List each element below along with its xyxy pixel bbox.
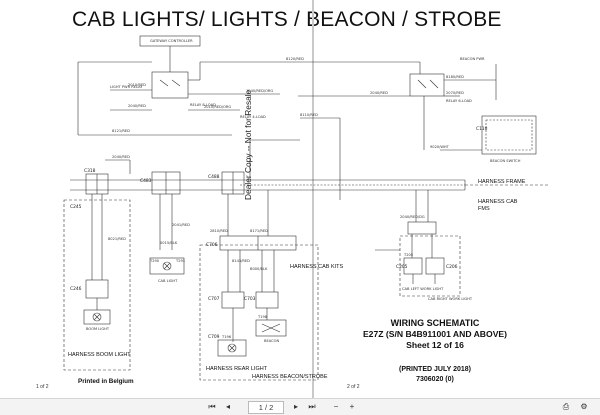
gateway-controller-label: GATEWAY CONTROLLER (150, 39, 193, 43)
wire-label-13: 2810/RED (210, 229, 228, 233)
schematic-page: CAB LIGHTS/ LIGHTS / BEACON / STROBE (36, 0, 550, 398)
wire-label-5: 2010/RED/ORG (204, 105, 231, 109)
connector-label-c246: C246 (70, 286, 82, 292)
connector-label-c488: C488 (208, 174, 220, 180)
connector-label-c706: C706 (206, 242, 218, 248)
cab-right-work-light-label: CAB RIGHT WORK LIGHT (428, 297, 473, 301)
harness-cab-kits-label: HARNESS CAB KITS (290, 264, 344, 270)
connector-label-c110: C110 (476, 126, 488, 132)
terminal-t291: T291 (175, 259, 185, 263)
wire-label-19: 8021/RED (108, 237, 126, 241)
relay-label-3: BEACON PWR (460, 57, 485, 61)
printed-block: (PRINTED JULY 2018) 7306020 (0) (360, 365, 510, 385)
schematic-title: WIRING SCHEMATIC (390, 318, 480, 328)
wire-label-1: 8120/RED (286, 57, 304, 61)
wire-label-18: 2040/RED/DG (400, 215, 425, 219)
previous-page-icon[interactable]: ◂ (225, 402, 230, 411)
cab-light-label: CAB LIGHT (158, 279, 178, 283)
printed-in: Printed in Belgium (78, 378, 134, 385)
harness-cab-label: HARNESS CAB (478, 199, 518, 205)
page-number-right: 2 of 2 (347, 384, 360, 390)
wire-label-14: 8171/RED (250, 229, 268, 233)
terminal-t205: T205 (403, 253, 413, 257)
connector-label-c483: C483 (140, 178, 152, 184)
fms-label: FMS (478, 206, 490, 212)
harness-cab-kits-box (199, 244, 319, 381)
harness-rear-light-label: HARNESS REAR LIGHT (206, 366, 268, 372)
connector-c703 (255, 291, 279, 309)
cab-light-box (149, 257, 185, 275)
first-page-icon[interactable]: ⏮ (208, 402, 216, 411)
terminal-t198: T198 (257, 315, 268, 319)
connector-c206 (425, 257, 445, 275)
wire-label-17: 2041/RED (172, 223, 190, 227)
connector-label-c206: C206 (446, 264, 458, 270)
wire-label-2: 2010/RED (128, 83, 146, 87)
wire-label-7: 8121/RED (112, 129, 130, 133)
print-icon[interactable]: ⎙ (562, 402, 570, 411)
beacon-switch-box (481, 115, 537, 155)
connector-c246 (85, 279, 109, 299)
zoom-out-icon[interactable]: − (333, 402, 339, 411)
terminal-t196: T196 (221, 335, 232, 339)
wire-label-11: 2040/RED (112, 155, 130, 159)
wire-label-10: 2070/RED (446, 91, 464, 95)
wiring-diagram: GATEWAY CONTROLLER 8120/RED 2010/RED 204… (63, 35, 550, 381)
schematic-sheet: Sheet 12 of 16 (406, 340, 464, 350)
zoom-in-icon[interactable]: + (349, 402, 355, 411)
info-block: WIRING SCHEMATIC E27Z (S/N B4B911001 AND… (360, 318, 510, 351)
wire-label-12: 9020/WHT (430, 145, 450, 149)
connector-label-c707: C707 (208, 296, 220, 302)
connector-label-c245: C245 (70, 204, 82, 210)
page-indicator[interactable]: 1 / 2 (248, 401, 284, 414)
relay-label-5: RELAY 4-LOAD (240, 115, 266, 119)
wire-label-4: 1240/RED/ORG (246, 89, 273, 93)
settings-icon[interactable]: ⚙ (580, 402, 588, 411)
wire-label-16: B000/BLK (250, 267, 268, 271)
wire-label-8: 8110/RED (300, 113, 318, 117)
harness-boom-light-box (63, 199, 131, 371)
page-number-left: 1 of 2 (36, 384, 49, 390)
boom-light-box (83, 309, 111, 325)
harness-beacon-strobe-label: HARNESS BEACON/STROBE (252, 374, 328, 380)
terminal-t290: T290 (149, 259, 160, 263)
viewer-toolbar: ⏮ ◂ 1 / 2 ▸ ⏭ − + ⎙ ⚙ (0, 398, 600, 415)
connector-label-c205: C205 (396, 264, 408, 270)
relay-block-left (151, 71, 189, 99)
connector-c707 (221, 291, 245, 309)
wire-label-15: 8143/RED (232, 259, 250, 263)
wire-label-9: 8180/RED (446, 75, 464, 79)
beacon-switch-label: BEACON SWITCH (490, 159, 521, 163)
wire-label-3: 2040/RED (128, 104, 146, 108)
relay-label-1: LIGHT PWR RELAY (110, 85, 143, 89)
page-title: CAB LIGHTS/ LIGHTS / BEACON / STROBE (72, 8, 502, 31)
watermark: Dealer Copy -- Not for Resale (243, 89, 253, 200)
relay-label-2: RELAY 8-LOAD (190, 103, 216, 107)
last-page-icon[interactable]: ⏭ (308, 402, 316, 411)
beacon-label: BEACON (264, 339, 279, 343)
boom-light-label: BOOM LIGHT (86, 327, 110, 331)
harness-frame-label: HARNESS FRAME (478, 179, 526, 185)
connector-label-c703: C703 (244, 296, 256, 302)
cab-left-work-light-label: CAB LEFT WORK LIGHT (402, 287, 444, 291)
wire-label-20: 0015/BLK (160, 241, 178, 245)
part-number: 7306020 (0) (416, 376, 454, 383)
next-page-icon[interactable]: ▸ (293, 402, 298, 411)
relay-block-right (409, 73, 445, 97)
page-divider (312, 0, 314, 398)
relay-label-4: RELAY 6-LOAD (446, 99, 472, 103)
rear-light-box (217, 339, 247, 357)
wire-label-6: 2040/RED (370, 91, 388, 95)
beacon-box (255, 319, 287, 337)
schematic-model: E27Z (S/N B4B911001 AND ABOVE) (362, 329, 508, 339)
connector-label-c318: C318 (84, 168, 96, 174)
right-splice-box (407, 221, 437, 235)
harness-boom-light-label: HARNESS BOOM LIGHT (68, 352, 131, 358)
printed-date: (PRINTED JULY 2018) (399, 366, 471, 373)
connector-label-c709: C709 (208, 334, 220, 340)
